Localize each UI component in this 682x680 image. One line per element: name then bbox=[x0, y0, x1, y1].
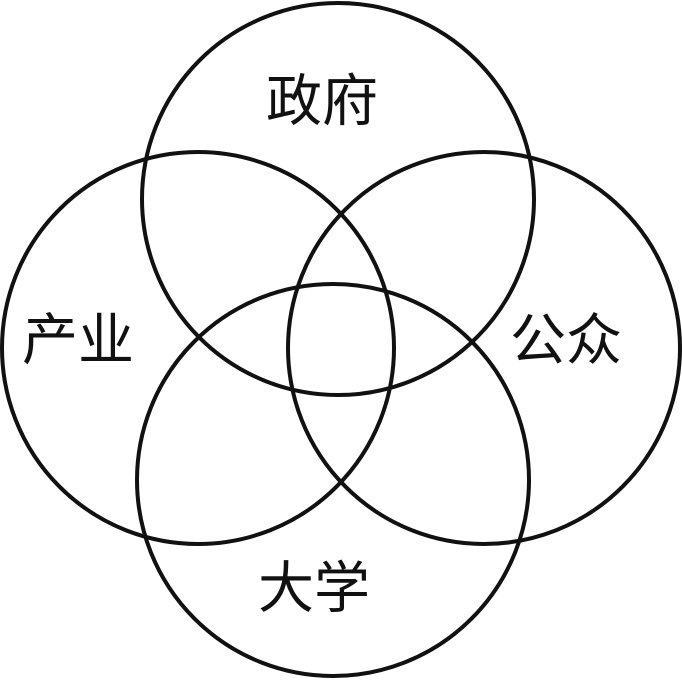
industry-circle bbox=[0, 150, 396, 546]
label-public: 公众 bbox=[510, 309, 622, 374]
label-government: 政府 bbox=[266, 70, 378, 135]
public-circle bbox=[286, 150, 682, 546]
university-circle bbox=[135, 282, 531, 678]
label-university: 大学 bbox=[258, 557, 370, 622]
label-industry: 产业 bbox=[22, 309, 134, 374]
government-circle bbox=[140, 1, 536, 397]
